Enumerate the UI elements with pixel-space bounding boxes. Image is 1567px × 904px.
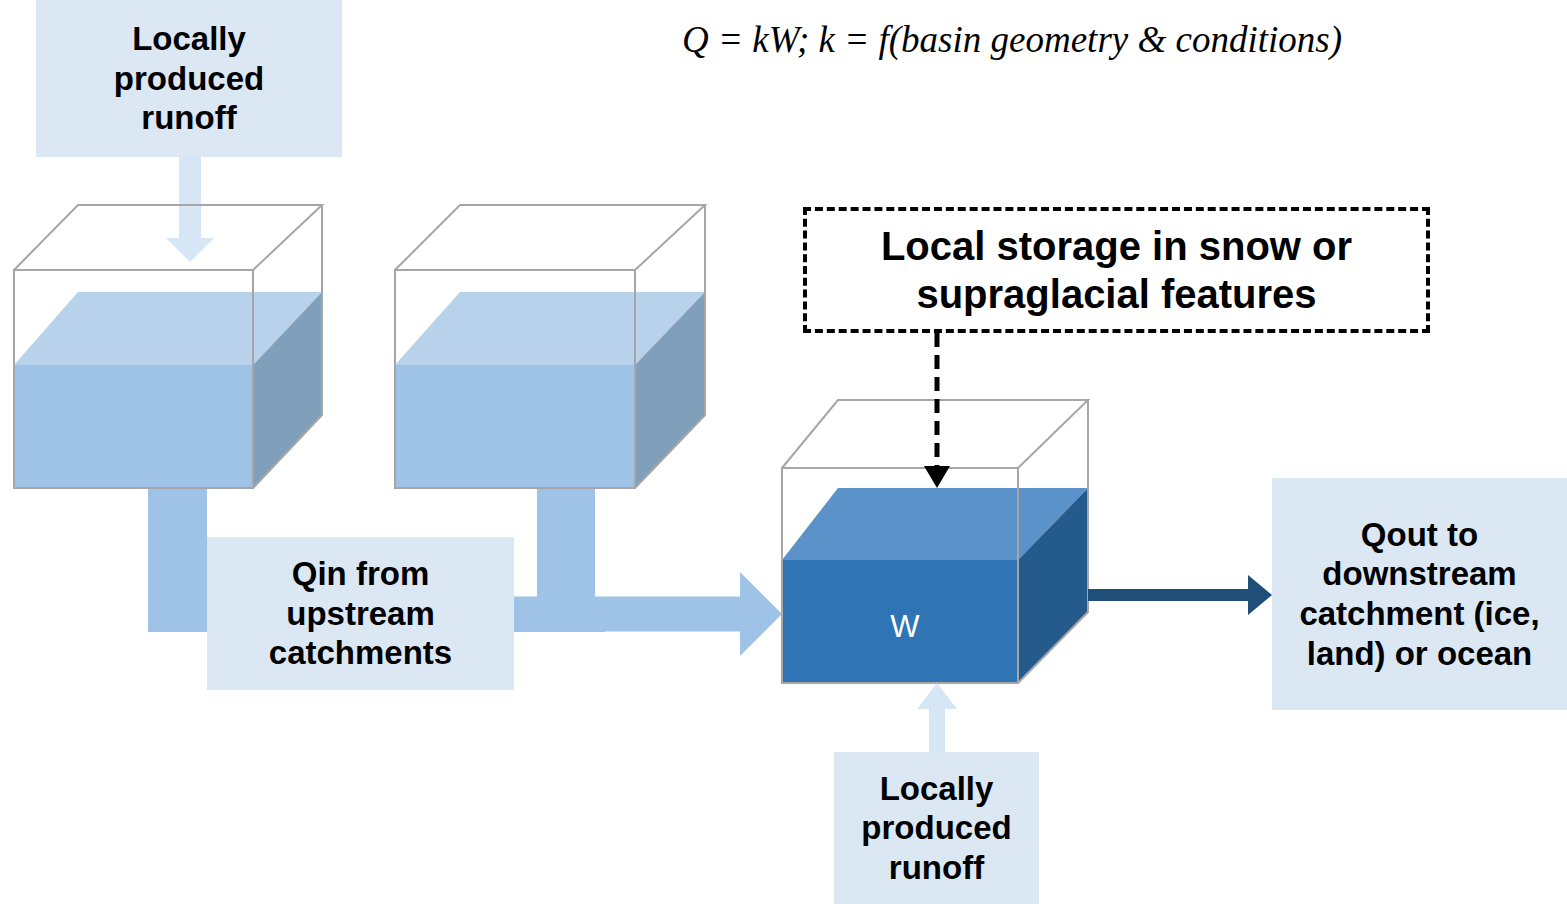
- connector-line: [935, 333, 940, 467]
- local-tank: [782, 400, 1088, 683]
- arrow-head: [740, 572, 782, 656]
- arrow-head: [1248, 575, 1272, 615]
- box-text: Qout to downstream catchment (ice, land)…: [1282, 515, 1557, 673]
- connector-line: [929, 708, 945, 752]
- upstream-tank: [14, 205, 322, 488]
- storage-symbol: W: [885, 608, 925, 645]
- box-text: Local storage in snow or supraglacial fe…: [822, 222, 1412, 318]
- upstream-tank: [395, 205, 705, 488]
- equation-label: Q = kW; k = f(basin geometry & condition…: [682, 18, 1342, 61]
- box-text: Locally produced runoff: [844, 769, 1029, 888]
- inflow-box: Qin from upstream catchments: [207, 537, 514, 690]
- runoff-arrow: [166, 157, 214, 262]
- arrow-head: [924, 466, 950, 488]
- inflow-arrow: [514, 572, 782, 656]
- storage-arrow: [924, 333, 950, 488]
- runoff-box: Locally produced runoff: [36, 0, 342, 157]
- box-text: Locally produced runoff: [84, 19, 294, 138]
- box-text: Qin from upstream catchments: [241, 554, 481, 673]
- water-tank: W: [782, 488, 1088, 683]
- runoff-box: Locally produced runoff: [834, 752, 1039, 904]
- connector-line: [1088, 589, 1249, 601]
- storage-box: Local storage in snow or supraglacial fe…: [803, 207, 1430, 333]
- connector-line: [514, 597, 741, 632]
- runoff-arrow: [917, 683, 957, 752]
- outflow-box: Qout to downstream catchment (ice, land)…: [1272, 478, 1567, 710]
- outflow-arrow: [1088, 575, 1272, 615]
- arrow-head: [917, 683, 957, 709]
